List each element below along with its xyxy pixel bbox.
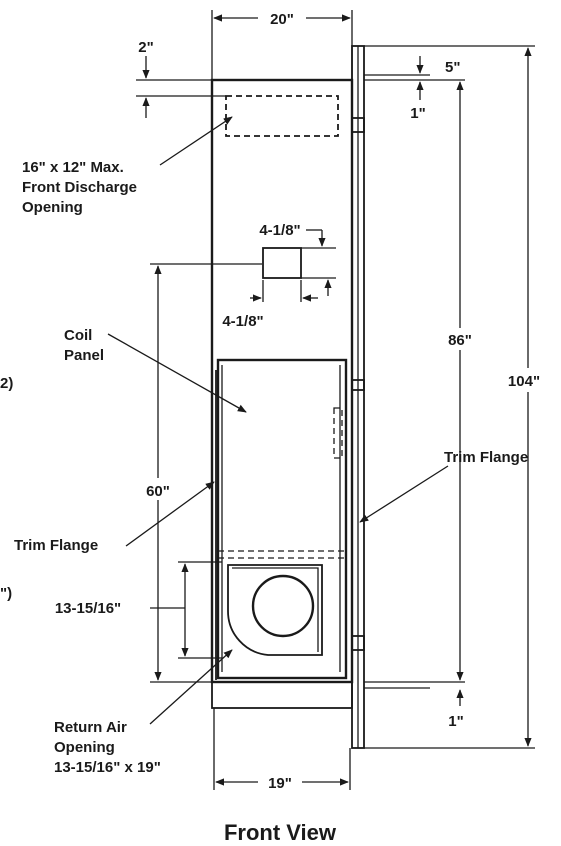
callout-coil-panel: Coil Panel (64, 327, 247, 413)
callout-trim-flange-left: Trim Flange (14, 481, 215, 554)
front-discharge-opening (225, 95, 339, 137)
trim-flange-strip (351, 45, 535, 749)
dim-height-86: 86" (448, 81, 472, 681)
dim-flange-bottom-label: 1" (448, 713, 463, 730)
dim-port-width: 4-1/8" (222, 280, 318, 330)
dim-height-86-label: 86" (448, 332, 472, 349)
callout-trim-flange-left-label: Trim Flange (14, 537, 98, 554)
callout-discharge-line3: Opening (22, 199, 83, 216)
callout-trim-flange-right-label: Trim Flange (444, 449, 528, 466)
trim-flange-left-edge (211, 360, 217, 682)
dim-return-height: 13-15/16" (55, 561, 222, 659)
dim-return-height-label: 13-15/16" (55, 600, 121, 617)
dim-top-offset-label: 2" (138, 39, 153, 56)
dim-flange-top: 5" (416, 56, 460, 76)
callout-trim-flange-right: Trim Flange (359, 449, 528, 523)
callout-return-line3: 13-15/16" x 19" (54, 759, 161, 776)
dim-flange-step: 1" (410, 81, 426, 122)
callout-discharge-line2: Front Discharge (22, 179, 137, 196)
dim-height-60-label: 60" (146, 483, 170, 500)
callout-return-air: Return Air Opening 13-15/16" x 19" (54, 649, 233, 776)
edge-fragment-lower: ") (0, 585, 12, 602)
dim-port-width-label: 4-1/8" (222, 313, 263, 330)
dim-bottom-width: 19" (213, 708, 351, 792)
callout-discharge-line1: 16" x 12" Max. (22, 159, 124, 176)
callout-return-line1: Return Air (54, 719, 127, 736)
figure-caption: Front View (224, 820, 337, 845)
dim-flange-step-label: 1" (410, 105, 425, 122)
dim-top-offset: 2" (136, 39, 226, 118)
edge-fragment-upper: 2) (0, 375, 13, 392)
dim-flange-top-label: 5" (445, 59, 460, 76)
callout-return-line2: Opening (54, 739, 115, 756)
dim-height-104-label: 104" (508, 373, 540, 390)
callout-coil-line2: Panel (64, 347, 104, 364)
dim-overall-width-label: 20" (270, 11, 294, 28)
callout-coil-line1: Coil (64, 327, 92, 344)
dim-flange-bottom: 1" (448, 689, 464, 730)
dim-bottom-width-label: 19" (268, 775, 292, 792)
dim-port-height-label: 4-1/8" (259, 222, 300, 239)
square-port (262, 247, 302, 279)
callout-front-discharge: 16" x 12" Max. Front Discharge Opening (22, 116, 233, 216)
dim-overall-width: 20" (213, 11, 351, 28)
dim-height-60: 60" (146, 263, 262, 683)
dim-height-104: 104" (508, 47, 540, 747)
coil-panel (216, 358, 348, 680)
blower-housing (227, 564, 323, 656)
dim-port-height: 4-1/8" (259, 222, 336, 296)
